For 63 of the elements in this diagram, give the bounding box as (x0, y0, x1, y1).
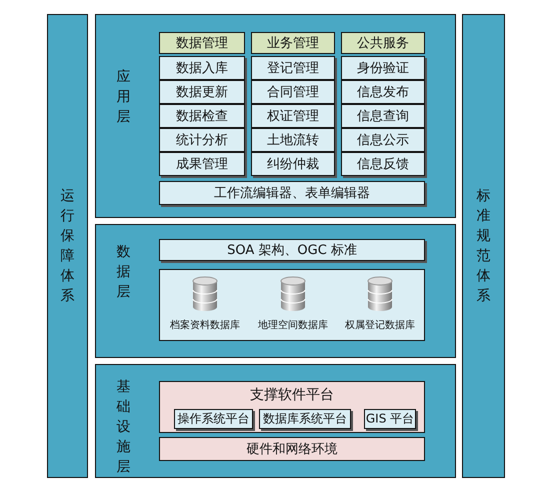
module-label: 合同管理 (267, 84, 319, 101)
database-label: 权属登记数据库 (345, 318, 415, 332)
system-label: 运行保障体系 (60, 187, 75, 306)
layer-panel (95, 14, 456, 218)
module-box (251, 104, 335, 128)
module-label: 成果管理 (176, 156, 228, 173)
module-box (341, 104, 425, 128)
module-label: 硬件和网络环境 (246, 441, 338, 458)
module-box (159, 181, 425, 205)
module-label: 土地流转 (267, 132, 319, 149)
module-box (251, 152, 335, 176)
module-label: 统计分析 (176, 132, 228, 149)
module-label: 信息反馈 (357, 156, 409, 173)
system-label: 标准规范体系 (476, 187, 491, 306)
module-label: 信息公示 (357, 132, 409, 149)
layer-panel (95, 364, 456, 478)
module-label: 权证管理 (267, 108, 319, 125)
database-panel (159, 269, 425, 341)
module-label: 公共服务 (357, 35, 409, 52)
layer-label: 应用层 (116, 68, 131, 127)
module-label: 数据检查 (176, 108, 228, 125)
module-label: 身份验证 (357, 60, 409, 77)
layer-label: 数据层 (116, 243, 131, 302)
layer-label: 基础设施层 (116, 378, 131, 477)
module-label: 数据管理 (176, 35, 228, 52)
module-box (159, 152, 245, 176)
module-box (159, 56, 245, 80)
module-label: 数据库系统平台 (263, 410, 347, 428)
platform-box (174, 409, 253, 429)
layer-panel (95, 224, 456, 358)
module-box (159, 239, 425, 261)
column-header (251, 32, 335, 54)
platform-box (259, 409, 351, 429)
module-label: 登记管理 (267, 60, 319, 77)
module-box (251, 80, 335, 104)
module-label: SOA 架构、OGC 标准 (227, 242, 357, 259)
column-header (341, 32, 425, 54)
database-label: 地理空间数据库 (258, 318, 328, 332)
module-label: 信息发布 (357, 84, 409, 101)
module-box (251, 56, 335, 80)
module-label: 业务管理 (267, 35, 319, 52)
module-box (159, 128, 245, 152)
module-box (341, 80, 425, 104)
column-header (159, 32, 245, 54)
module-label: 数据更新 (176, 84, 228, 101)
module-label: 操作系统平台 (178, 410, 250, 428)
module-label: 工作流编辑器、表单编辑器 (214, 185, 370, 202)
module-label: 信息查询 (357, 108, 409, 125)
system-bar (47, 14, 88, 478)
module-box (159, 80, 245, 104)
platform-box (159, 381, 425, 433)
system-bar (462, 14, 505, 478)
module-label: 数据入库 (176, 60, 228, 77)
platform-box (159, 437, 425, 461)
module-label: 纠纷仲裁 (267, 156, 319, 173)
module-label: 支撑软件平台 (250, 386, 334, 404)
database-label: 档案资料数据库 (170, 318, 240, 332)
module-box (341, 152, 425, 176)
module-box (341, 56, 425, 80)
module-box (251, 128, 335, 152)
module-box (341, 128, 425, 152)
module-label: GIS 平台 (366, 410, 414, 428)
module-box (159, 104, 245, 128)
